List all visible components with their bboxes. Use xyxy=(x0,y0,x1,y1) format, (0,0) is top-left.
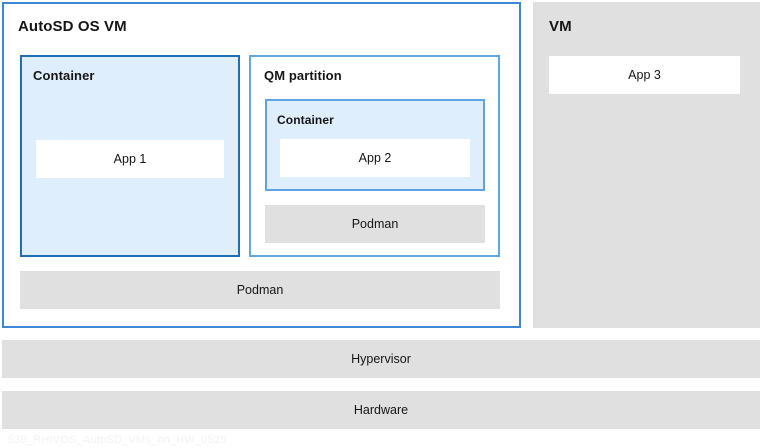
app3-label: App 3 xyxy=(628,68,661,82)
hypervisor-bar xyxy=(2,340,760,378)
app1-label: App 1 xyxy=(113,152,147,166)
hypervisor-label: Hypervisor xyxy=(351,352,411,366)
qm-podman-bar xyxy=(265,205,485,243)
hardware-bar xyxy=(2,391,760,429)
plain-vm-panel xyxy=(533,2,760,328)
app1-chip xyxy=(36,140,224,178)
qm-partition-title: QM partition xyxy=(264,68,342,83)
autosd-container-title: Container xyxy=(33,68,95,83)
app3-chip xyxy=(549,56,740,94)
autosd-os-vm-title: AutoSD OS VM xyxy=(18,18,127,35)
plain-vm-title: VM xyxy=(549,18,572,35)
autosd-podman-bar xyxy=(20,271,500,309)
app2-label: App 2 xyxy=(358,151,392,165)
qm-container-title: Container xyxy=(277,113,334,127)
qm-podman-label: Podman xyxy=(351,217,399,231)
app2-chip xyxy=(280,139,470,177)
hardware-label: Hardware xyxy=(353,403,409,417)
diagram-watermark: 539_RHIVOS_AutoSD_VMs_on_HW_0525 xyxy=(8,434,227,446)
autosd-podman-label: Podman xyxy=(236,283,284,297)
